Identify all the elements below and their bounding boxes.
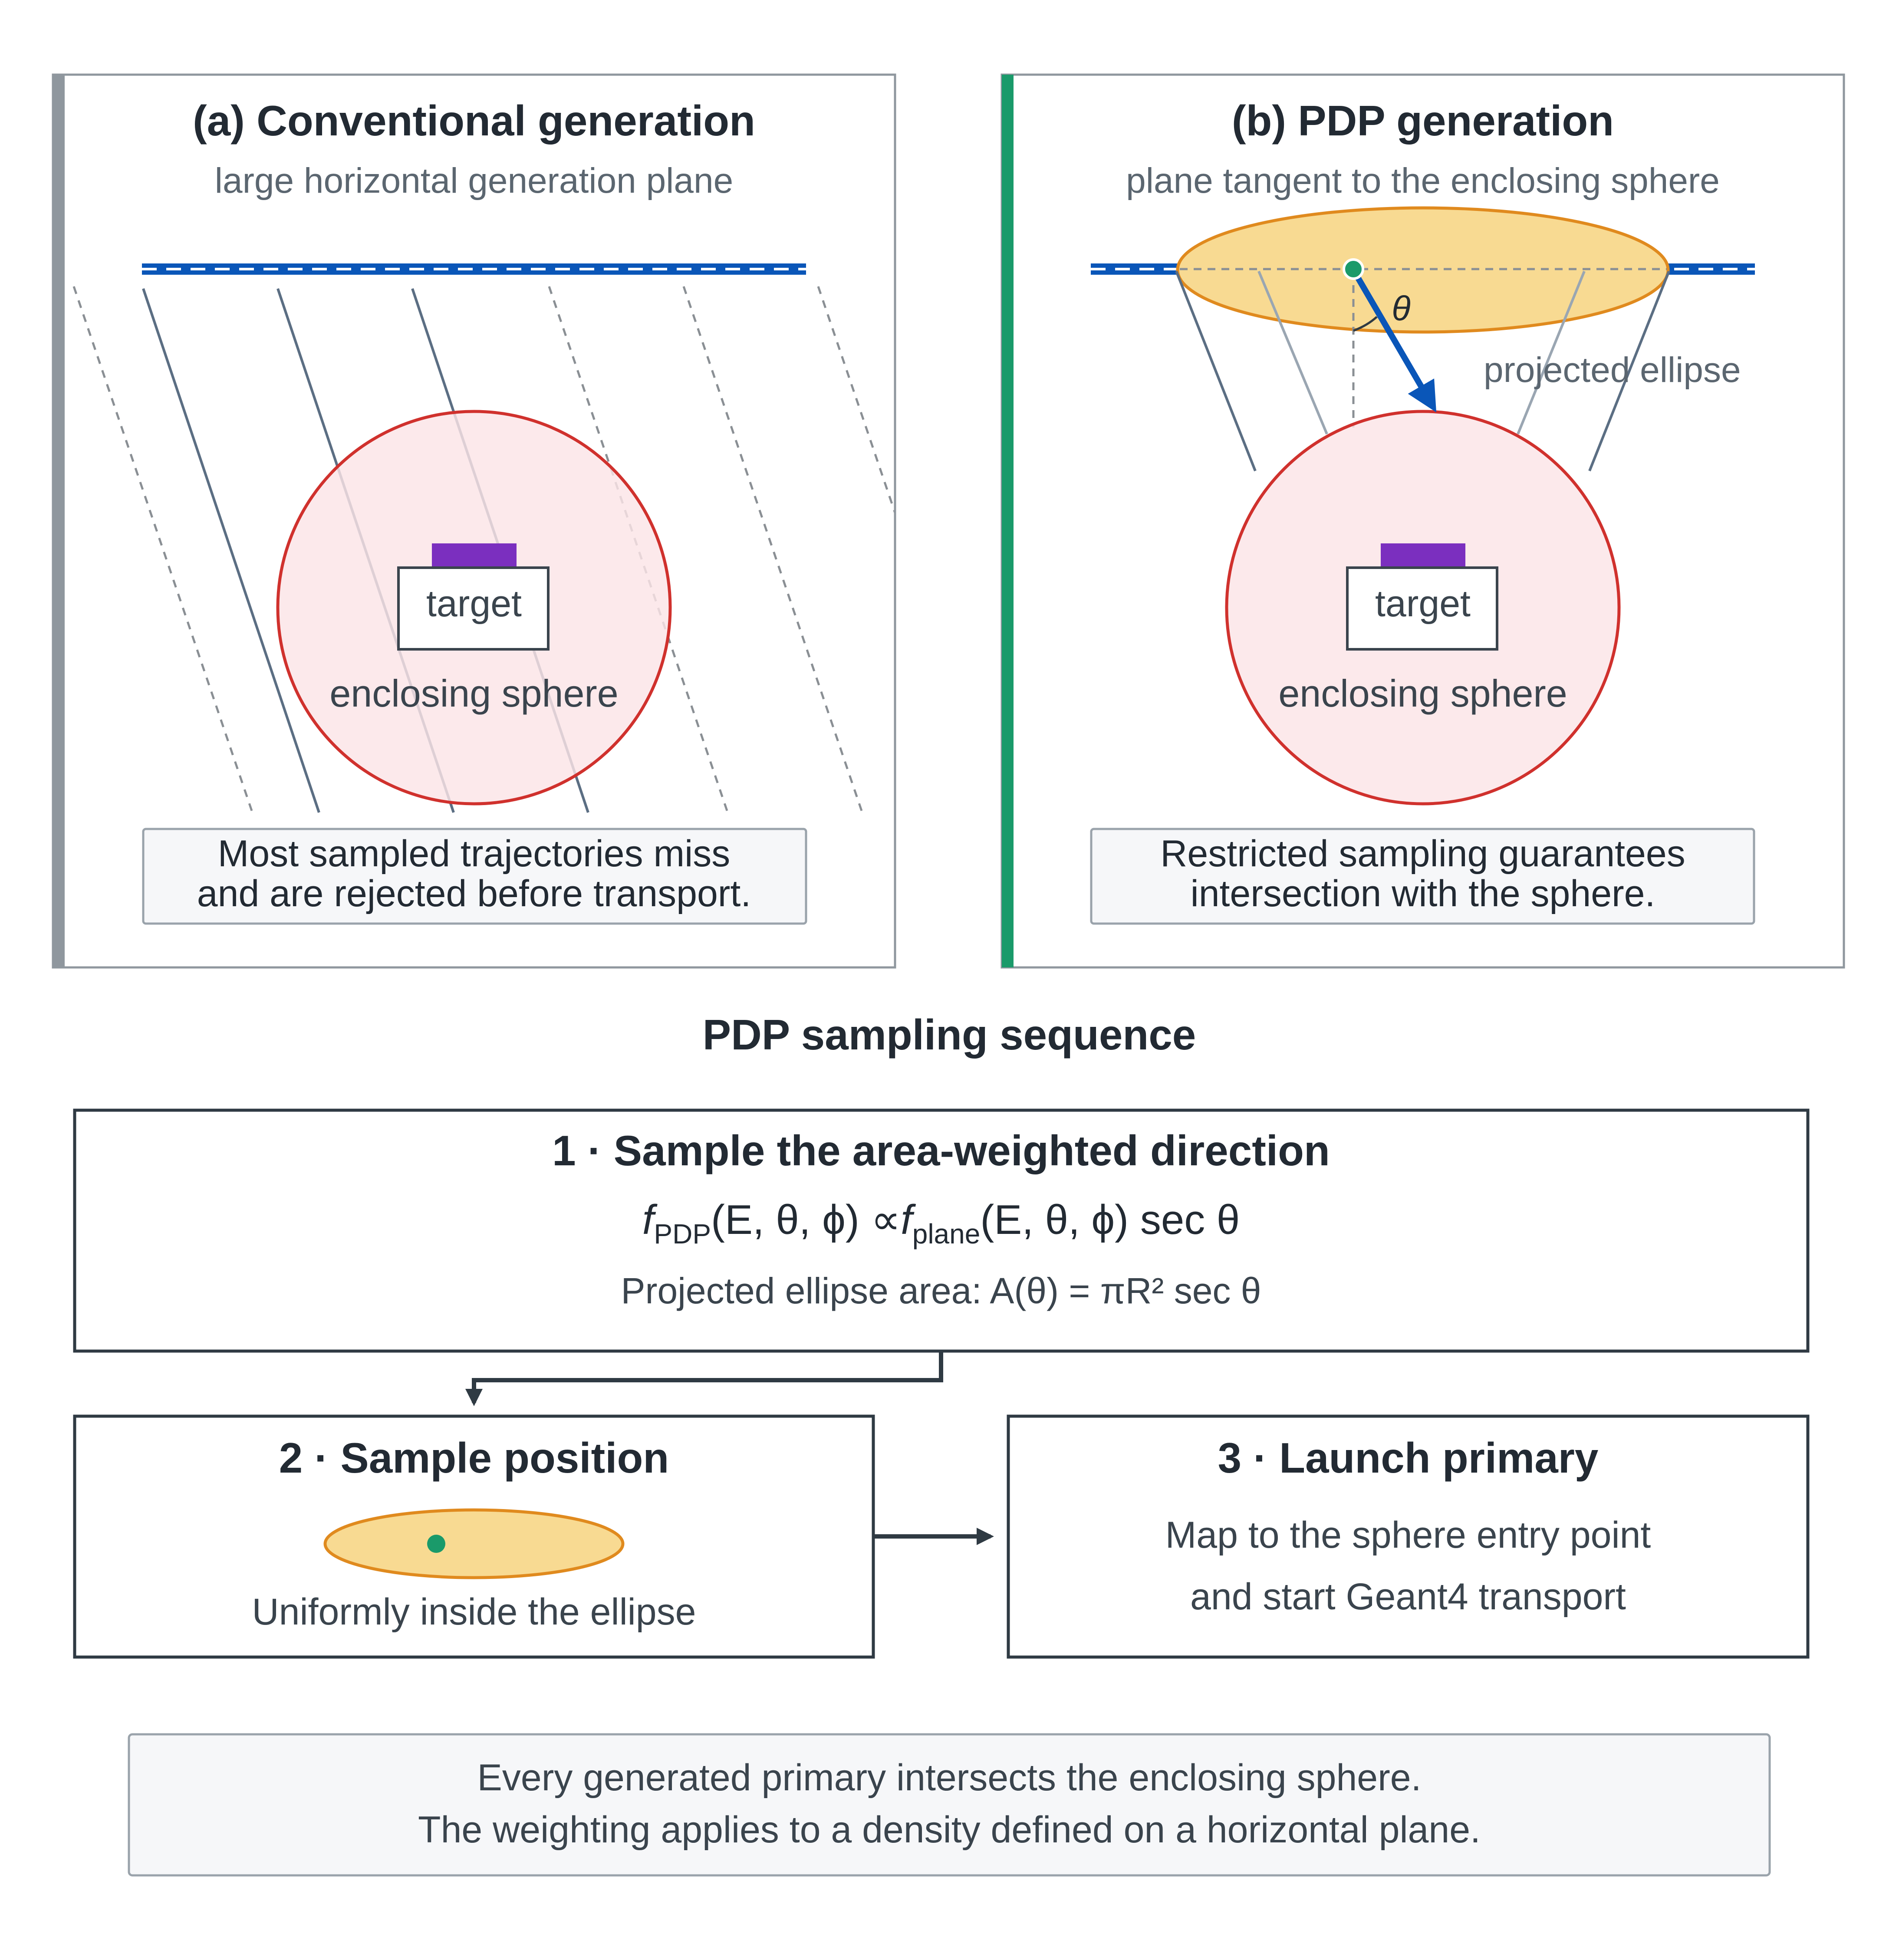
target-label: target <box>426 583 522 625</box>
panel-b-note-box <box>1090 828 1755 925</box>
step3-box: 3 · Launch primary Map to the sphere ent… <box>1007 1414 1810 1659</box>
trajectory-miss <box>682 286 863 811</box>
panel-a-title: (a) Conventional generation <box>193 97 755 145</box>
direction-arrow <box>1350 268 1437 413</box>
panel-a-note-box <box>142 828 807 925</box>
summary-line2: The weighting applies to a density defin… <box>418 1809 1481 1851</box>
trajectory-hit <box>142 288 320 813</box>
theta-label: θ <box>1392 289 1410 328</box>
step2-box: 2 · Sample position Uniformly inside the… <box>73 1414 875 1659</box>
summary-box: Every generated primary intersects the e… <box>128 1733 1771 1877</box>
trajectory-miss <box>72 286 253 811</box>
step2-title: 2 · Sample position <box>279 1434 669 1482</box>
step1-formula: fPDP(E, θ, ϕ) ∝fplane(E, θ, ϕ) sec θ <box>642 1197 1240 1250</box>
step1-area-line: Projected ellipse area: A(θ) = πR² sec θ <box>621 1270 1261 1311</box>
ellipse-label: projected ellipse <box>1484 350 1741 390</box>
step1-box: 1 · Sample the area-weighted direction f… <box>73 1108 1810 1353</box>
sequence-heading: PDP sampling sequence <box>703 1011 1196 1059</box>
sampled-point-dot <box>1343 258 1364 280</box>
panel-b-accent-bar <box>1002 75 1014 967</box>
panel-a-subtitle: large horizontal generation plane <box>215 161 733 201</box>
sphere-label: enclosing sphere <box>329 672 618 715</box>
panel-a-accent-bar <box>53 75 65 967</box>
target-label: target <box>1375 583 1471 625</box>
panel-a-note-line1: Most sampled trajectories miss <box>218 833 730 875</box>
position-ellipse-icon <box>323 1508 625 1579</box>
trajectory-miss <box>817 286 894 514</box>
panel-b-title: (b) PDP generation <box>1232 97 1614 145</box>
panel-pdp: (b) PDP generation plane tangent to the … <box>1001 73 1845 969</box>
step3-line2: and start Geant4 transport <box>1190 1576 1626 1618</box>
step1-title: 1 · Sample the area-weighted direction <box>552 1127 1330 1174</box>
trajectory-miss <box>548 286 728 811</box>
panel-a-note-line2: and are rejected before transport. <box>197 873 751 914</box>
panel-conventional: (a) Conventional generation large horizo… <box>52 73 896 969</box>
connector-step1-step2 <box>465 1351 943 1406</box>
step3-title: 3 · Launch primary <box>1218 1434 1599 1482</box>
panel-b-note-line2: intersection with the sphere. <box>1191 873 1655 914</box>
step3-line1: Map to the sphere entry point <box>1165 1514 1651 1556</box>
ray-cone <box>1175 270 1670 472</box>
target-box <box>397 566 550 651</box>
step2-caption: Uniformly inside the ellipse <box>252 1591 696 1633</box>
sphere-label: enclosing sphere <box>1278 672 1567 715</box>
panel-b-subtitle: plane tangent to the enclosing sphere <box>1126 161 1720 201</box>
target-box <box>1346 566 1498 651</box>
detector-bar <box>432 543 517 569</box>
theta-angle-arc <box>1353 316 1378 332</box>
position-dot <box>427 1535 445 1553</box>
detector-bar <box>1381 543 1465 569</box>
summary-line1: Every generated primary intersects the e… <box>477 1757 1422 1799</box>
panel-b-note-line1: Restricted sampling guarantees <box>1160 833 1685 875</box>
